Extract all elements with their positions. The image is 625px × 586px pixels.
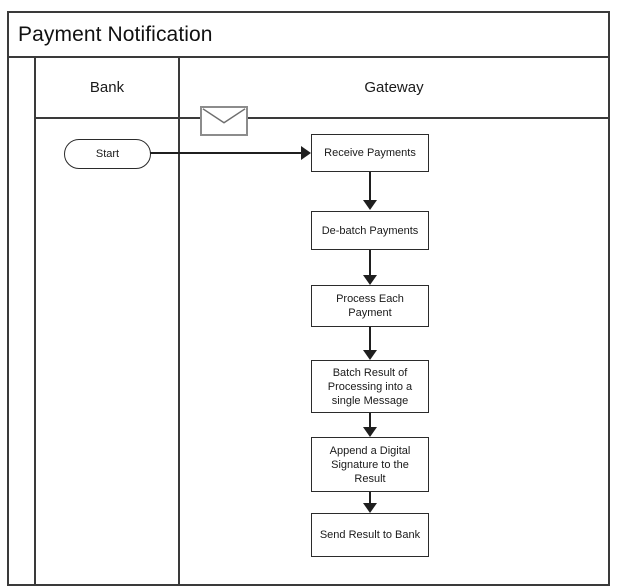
- node-debatch-payments-label: De-batch Payments: [321, 224, 419, 237]
- arrowhead-start-to-receive-payments: [301, 146, 311, 160]
- connector-start-to-receive-payments: [150, 152, 304, 154]
- lane-label-bank: Bank: [89, 79, 125, 96]
- connector-batch-result-to-append-signature: [369, 413, 371, 429]
- flow-layer: Start Receive Payments De-batch Payments…: [64, 106, 429, 557]
- arrowhead-process-to-batch-result: [363, 350, 377, 360]
- envelope-icon[interactable]: [200, 106, 248, 136]
- node-debatch-payments[interactable]: De-batch Payments: [311, 211, 429, 250]
- lane-label-gateway: Gateway: [364, 79, 424, 96]
- connector-process-to-batch-result: [369, 327, 371, 352]
- lane-gateway[interactable]: Gateway: [180, 58, 608, 584]
- node-batch-result[interactable]: Batch Result of Processing into a single…: [311, 360, 429, 413]
- connector-append-signature-to-send-result: [369, 492, 371, 505]
- envelope-flap-icon: [202, 108, 246, 124]
- arrowhead-receive-to-debatch: [363, 200, 377, 210]
- connector-receive-to-debatch: [369, 172, 371, 202]
- arrowhead-append-signature-to-send-result: [363, 503, 377, 513]
- node-batch-result-label: Batch Result of Processing into a single…: [327, 366, 413, 407]
- node-send-result-label: Send Result to Bank: [319, 529, 421, 541]
- node-receive-payments-label: Receive Payments: [324, 147, 416, 159]
- connector-debatch-to-process: [369, 250, 371, 277]
- node-start-label: Start: [95, 148, 120, 160]
- arrowhead-debatch-to-process: [363, 275, 377, 285]
- node-process-each-payment[interactable]: Process Each Payment: [311, 285, 429, 327]
- node-receive-payments[interactable]: Receive Payments: [311, 134, 429, 172]
- arrowhead-batch-result-to-append-signature: [363, 427, 377, 437]
- lanes-container: Bank Gateway: [36, 58, 608, 584]
- lane-header-bank: Bank: [36, 58, 178, 119]
- envelope-inner-border: [202, 108, 246, 134]
- node-append-signature[interactable]: Append a Digital Signature to the Result: [311, 437, 429, 492]
- lane-header-gateway: Gateway: [180, 58, 608, 119]
- pool-label-strip: [9, 58, 36, 584]
- lane-bank[interactable]: Bank: [36, 58, 180, 584]
- node-send-result[interactable]: Send Result to Bank: [311, 513, 429, 557]
- page-title: Payment Notification: [18, 23, 213, 46]
- node-process-each-payment-label: Process Each Payment: [336, 293, 404, 319]
- swimlane-pool: Payment Notification Bank Gateway: [7, 11, 610, 586]
- node-append-signature-label: Append a Digital Signature to the Result: [329, 444, 411, 485]
- pool-title-row: Payment Notification: [9, 13, 608, 58]
- node-start[interactable]: Start: [64, 139, 151, 169]
